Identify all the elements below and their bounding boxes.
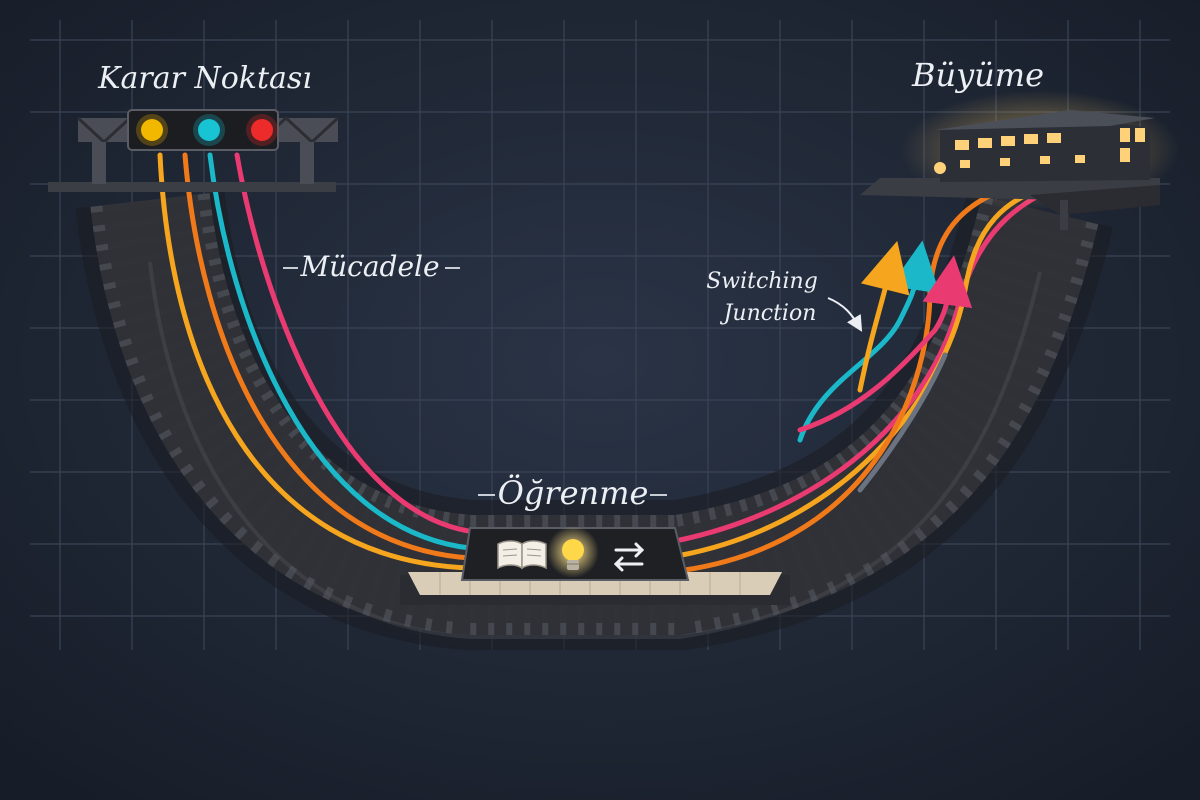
track-pink-left xyxy=(234,152,478,535)
track-cyan-left xyxy=(207,152,473,551)
track-yellow-left xyxy=(157,152,473,571)
label-struggle: Mücadele xyxy=(299,250,439,283)
label-switching-junction-line1: Switching xyxy=(706,269,818,294)
label-growth: Büyüme xyxy=(911,56,1044,94)
track-orange-right xyxy=(682,175,1043,573)
branch-pink xyxy=(797,255,973,433)
open-book-icon xyxy=(497,540,547,570)
signal-gantry xyxy=(48,109,340,192)
track-gray-right xyxy=(857,352,948,493)
label-switching-junction-line2: Junction xyxy=(720,301,817,326)
station-windows xyxy=(955,128,1145,168)
branch-yellow xyxy=(857,240,910,393)
descending-tracks xyxy=(157,152,478,571)
branch-cyan xyxy=(797,240,940,443)
label-decision-point: Karar Noktası xyxy=(97,61,312,96)
junction-pointer-arrow xyxy=(827,297,863,332)
track-orange-left xyxy=(182,152,473,561)
growth-station xyxy=(860,90,1180,230)
label-learning: Öğrenme xyxy=(498,474,649,512)
stage-labels: Karar Noktası Mücadele Öğrenme Büyüme Sw… xyxy=(97,56,1044,512)
switch-arrows-icon xyxy=(613,542,645,572)
signal-light-red xyxy=(251,119,273,141)
signal-light-cyan xyxy=(198,119,220,141)
learning-platform xyxy=(400,526,790,605)
signal-light-yellow xyxy=(141,119,163,141)
light-bulb-icon xyxy=(547,526,599,578)
